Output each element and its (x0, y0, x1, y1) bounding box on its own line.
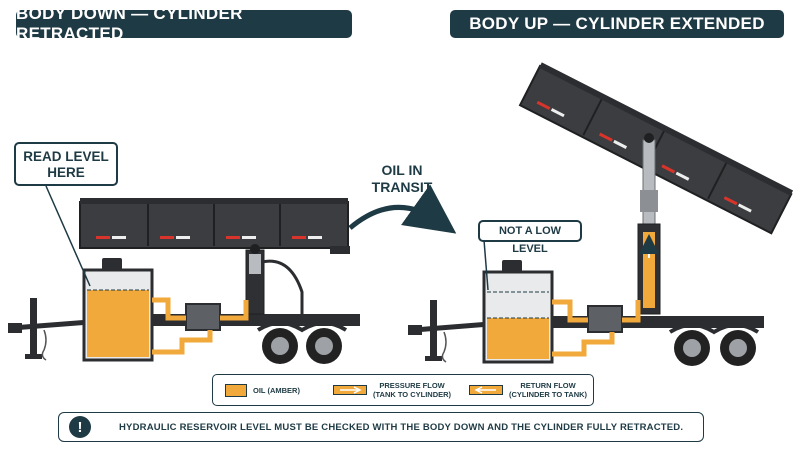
right-panel-title: BODY UP — CYLINDER EXTENDED (450, 10, 784, 38)
right-reservoir-oil (487, 318, 549, 359)
left-reflective-tape (96, 236, 322, 239)
read-level-pointer (45, 185, 91, 287)
return-flow-icon (469, 385, 503, 395)
right-wheels (668, 323, 760, 366)
right-safety-chain (441, 331, 447, 363)
read-level-text: READ LEVEL HERE (23, 149, 109, 180)
read-level-callout: READ LEVEL HERE (14, 142, 118, 186)
legend-return: RETURN FLOW (CYLINDER TO TANK) (469, 375, 587, 405)
legend-return-label: RETURN FLOW (520, 381, 576, 390)
legend-pressure: PRESSURE FLOW (TANK TO CYLINDER) (333, 375, 451, 405)
legend-oil: OIL (AMBER) (225, 375, 300, 405)
left-panel-title-text: BODY DOWN — CYLINDER RETRACTED (16, 4, 243, 43)
oil-swatch (225, 383, 247, 397)
right-pump (587, 305, 623, 333)
left-panel-title: BODY DOWN — CYLINDER RETRACTED (16, 4, 352, 43)
left-jack-stand (30, 298, 37, 356)
left-coupler (8, 323, 22, 333)
exclamation-icon: ! (69, 416, 91, 438)
right-trailer (408, 62, 794, 366)
left-safety-chain (41, 329, 47, 361)
transit-label-text: OIL IN TRANSIT (371, 162, 433, 195)
warning-note: ! HYDRAULIC RESERVOIR LEVEL MUST BE CHEC… (58, 412, 704, 442)
left-pump (185, 303, 221, 331)
not-low-pointer (483, 239, 489, 291)
legend-oil-label: OIL (AMBER) (253, 385, 300, 395)
not-low-text: NOT A LOW LEVEL (498, 225, 562, 255)
transit-label: OIL IN TRANSIT (370, 162, 434, 196)
right-filler-cap (502, 260, 522, 272)
left-filler-cap (102, 258, 122, 270)
not-low-callout: NOT A LOW LEVEL (478, 220, 582, 255)
left-pressure-line (152, 297, 186, 321)
right-jack-stand (430, 300, 437, 358)
left-wheels (256, 321, 348, 364)
left-return-line (152, 330, 213, 355)
left-reservoir-oil (87, 290, 149, 357)
right-tongue (413, 321, 491, 333)
legend: OIL (AMBER) PRESSURE FLOW (TANK TO CYLIN… (212, 374, 594, 406)
legend-pressure-sub: (TANK TO CYLINDER) (373, 390, 452, 399)
right-cylinder-rod (642, 139, 656, 227)
legend-pressure-label: PRESSURE FLOW (379, 381, 445, 390)
left-trailer (8, 198, 360, 364)
right-panel-title-text: BODY UP — CYLINDER EXTENDED (469, 14, 765, 33)
transit-arrow (348, 184, 457, 234)
right-return-line (552, 332, 615, 357)
right-pressure-line (552, 299, 588, 323)
legend-return-sub: (CYLINDER TO TANK) (509, 390, 588, 399)
left-tongue (11, 319, 91, 331)
warning-note-text: HYDRAULIC RESERVOIR LEVEL MUST BE CHECKE… (119, 421, 684, 433)
pressure-flow-icon (333, 385, 367, 395)
right-coupler (408, 325, 422, 335)
